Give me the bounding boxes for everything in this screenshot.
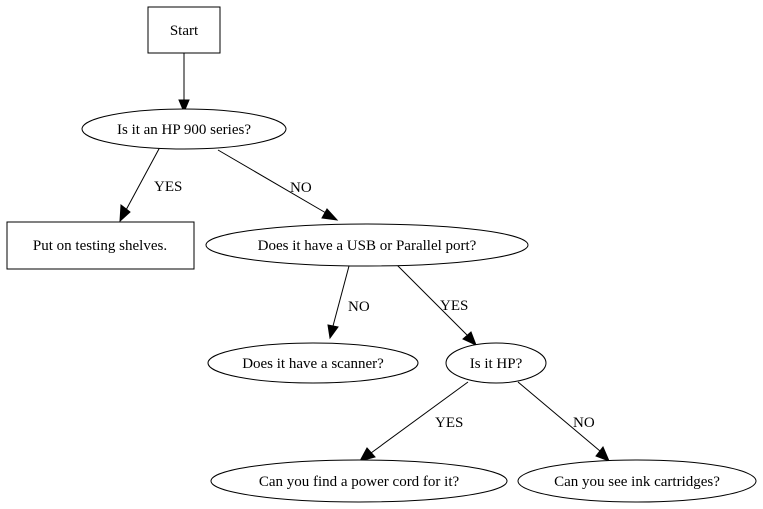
node-q-ink-label: Can you see ink cartridges? (554, 474, 720, 490)
node-q-port-label: Does it have a USB or Parallel port? (258, 238, 477, 254)
node-q-hp900-label: Is it an HP 900 series? (117, 122, 251, 138)
node-q-scanner: Does it have a scanner? (207, 342, 419, 384)
edge-label-port-yes: YES (440, 298, 468, 314)
node-start-label: Start (170, 23, 199, 39)
edge-label-ishp-no: NO (573, 415, 595, 431)
edge-start-to-hp900 (178, 53, 190, 114)
node-testing-shelves: Put on testing shelves. (6, 221, 195, 270)
edge-label-hp900-yes: YES (154, 179, 182, 195)
node-q-scanner-label: Does it have a scanner? (242, 356, 384, 372)
edge-label-port-no: NO (348, 299, 370, 315)
node-q-hp900: Is it an HP 900 series? (81, 108, 287, 150)
node-q-power-cord: Can you find a power cord for it? (210, 459, 508, 503)
node-q-is-hp-label: Is it HP? (470, 356, 523, 372)
edge-hp900-yes: YES (119, 146, 182, 223)
node-start: Start (147, 6, 221, 54)
node-q-ink: Can you see ink cartridges? (517, 459, 757, 503)
node-testing-shelves-label: Put on testing shelves. (33, 238, 167, 254)
edge-label-ishp-yes: YES (435, 415, 463, 431)
edge-port-no: NO (327, 265, 370, 340)
edge-ishp-no: NO (517, 381, 610, 462)
node-q-power-cord-label: Can you find a power cord for it? (259, 474, 460, 490)
node-q-port: Does it have a USB or Parallel port? (205, 223, 529, 267)
edge-port-yes: YES (396, 264, 477, 346)
edge-ishp-yes: YES (359, 381, 469, 462)
edge-hp900-no: NO (217, 149, 339, 221)
node-q-is-hp: Is it HP? (445, 342, 547, 384)
edge-label-hp900-no: NO (290, 180, 312, 196)
